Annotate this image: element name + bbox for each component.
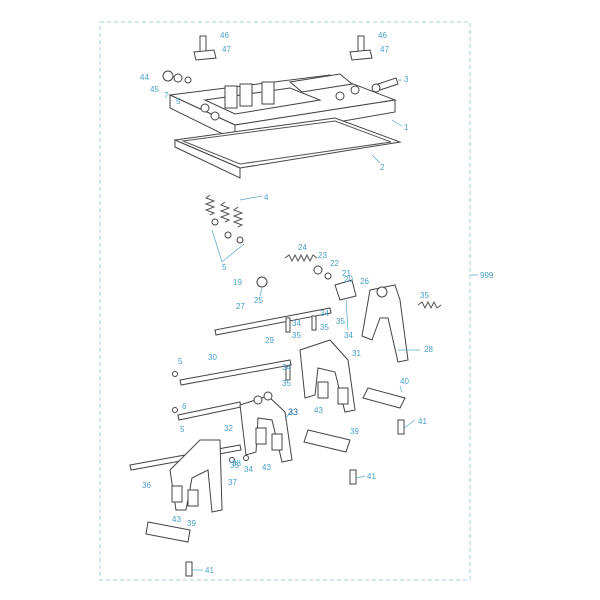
callout-20[interactable]: 20 <box>344 275 353 284</box>
callout-43-c[interactable]: 43 <box>172 515 181 524</box>
callout-41-a[interactable]: 41 <box>418 417 427 426</box>
stud-left <box>193 35 217 61</box>
callout-35-d[interactable]: 35 <box>420 291 429 300</box>
shift-rail-upper-38 <box>177 401 242 421</box>
bolt-41-c <box>185 561 193 577</box>
callout-35-e[interactable]: 35 <box>282 379 291 388</box>
callout-24[interactable]: 24 <box>298 243 307 252</box>
callout-35-f[interactable]: 35 <box>230 461 239 470</box>
interlock-parts <box>256 253 357 301</box>
callout-19[interactable]: 19 <box>233 278 242 287</box>
callout-4[interactable]: 4 <box>264 193 269 202</box>
shift-rail-30 <box>179 359 292 386</box>
plate-40 <box>362 387 406 409</box>
callout-2[interactable]: 2 <box>380 163 385 172</box>
callout-22[interactable]: 22 <box>330 259 339 268</box>
callout-23[interactable]: 23 <box>318 251 327 260</box>
shift-fork-31 <box>299 339 356 413</box>
callout-1[interactable]: 1 <box>404 123 409 132</box>
callout-5-springs[interactable]: 5 <box>222 263 227 272</box>
callout-34-c[interactable]: 34 <box>344 331 353 340</box>
callout-41-c[interactable]: 41 <box>205 566 214 575</box>
callout-34-d[interactable]: 34 <box>282 363 291 372</box>
callout-39-lower[interactable]: 39 <box>187 519 196 528</box>
callout-46-left[interactable]: 46 <box>220 31 229 40</box>
shift-rail-27 <box>214 307 332 336</box>
bolt-3 <box>371 77 399 93</box>
leader-lines <box>192 79 420 571</box>
top-cover-housing <box>168 73 397 141</box>
plate-39-lower <box>145 521 191 543</box>
callout-37[interactable]: 37 <box>228 478 237 487</box>
callout-7[interactable]: 7 <box>164 91 169 100</box>
callout-33[interactable]: 33 <box>288 407 298 417</box>
callout-45[interactable]: 45 <box>150 85 159 94</box>
callout-31[interactable]: 31 <box>352 349 361 358</box>
callout-25[interactable]: 25 <box>254 296 263 305</box>
callout-41-b[interactable]: 41 <box>367 472 376 481</box>
callout-43-a[interactable]: 43 <box>314 406 323 415</box>
shift-fork-33 <box>239 391 293 463</box>
callout-999[interactable]: 999 <box>480 271 494 280</box>
plate-39-upper <box>303 429 351 453</box>
callout-29[interactable]: 29 <box>265 336 274 345</box>
callout-47-left[interactable]: 47 <box>222 45 231 54</box>
callout-46-right[interactable]: 46 <box>378 31 387 40</box>
shift-fork-37 <box>169 439 223 513</box>
bolt-41-b <box>349 469 357 485</box>
plug-44 <box>162 70 192 84</box>
callout-47-right[interactable]: 47 <box>380 45 389 54</box>
cover-gasket <box>173 117 402 179</box>
callout-5-lower[interactable]: 5 <box>180 425 185 434</box>
detent-springs <box>204 194 244 244</box>
callout-35-b[interactable]: 35 <box>320 323 329 332</box>
callout-3[interactable]: 3 <box>404 75 409 84</box>
callout-36[interactable]: 36 <box>142 481 151 490</box>
callout-34-b[interactable]: 34 <box>320 309 329 318</box>
assembly-frame <box>99 21 471 581</box>
bolt-41-a <box>397 419 405 435</box>
callout-30[interactable]: 30 <box>208 353 217 362</box>
pins <box>172 300 442 463</box>
callout-26[interactable]: 26 <box>360 277 369 286</box>
callout-35-c[interactable]: 35 <box>336 317 345 326</box>
callout-5-rail[interactable]: 5 <box>178 357 183 366</box>
callout-43-b[interactable]: 43 <box>262 463 271 472</box>
callout-27[interactable]: 27 <box>236 302 245 311</box>
callout-35-a[interactable]: 35 <box>292 331 301 340</box>
callout-32[interactable]: 32 <box>224 424 233 433</box>
callout-44[interactable]: 44 <box>140 73 149 82</box>
callout-34-a[interactable]: 34 <box>292 319 301 328</box>
callout-38[interactable]: 38 <box>232 459 241 468</box>
callout-28[interactable]: 28 <box>424 345 433 354</box>
callout-6[interactable]: 6 <box>182 402 187 411</box>
callout-40[interactable]: 40 <box>400 377 409 386</box>
shift-fork-28 <box>361 284 409 363</box>
callout-21[interactable]: 21 <box>342 269 351 278</box>
callout-5-top[interactable]: 5 <box>176 97 181 106</box>
stud-right <box>349 35 373 61</box>
callout-39-upper[interactable]: 39 <box>350 427 359 436</box>
callout-34-e[interactable]: 34 <box>244 465 253 474</box>
